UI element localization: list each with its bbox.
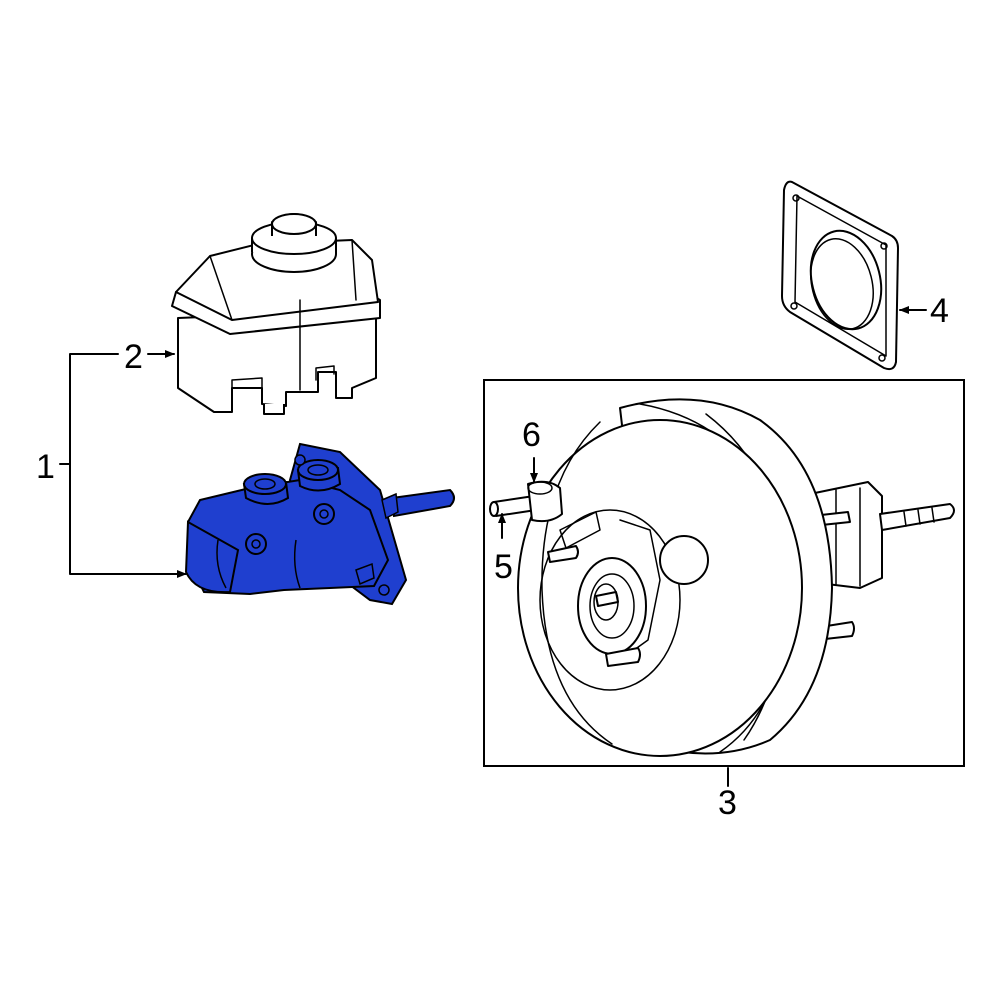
callout-3: 3: [718, 784, 737, 822]
callout-5: 5: [494, 548, 513, 586]
master-cylinder-part[interactable]: [184, 442, 455, 606]
callout-4: 4: [930, 292, 949, 330]
reservoir-part[interactable]: [171, 213, 381, 415]
booster-box: [483, 379, 965, 767]
leader-lines: [59, 306, 927, 787]
callout-2: 2: [124, 338, 143, 376]
booster-part[interactable]: [489, 398, 955, 757]
callout-1: 1: [36, 448, 55, 486]
gasket-part[interactable]: [781, 180, 899, 371]
callout-6: 6: [522, 416, 541, 454]
